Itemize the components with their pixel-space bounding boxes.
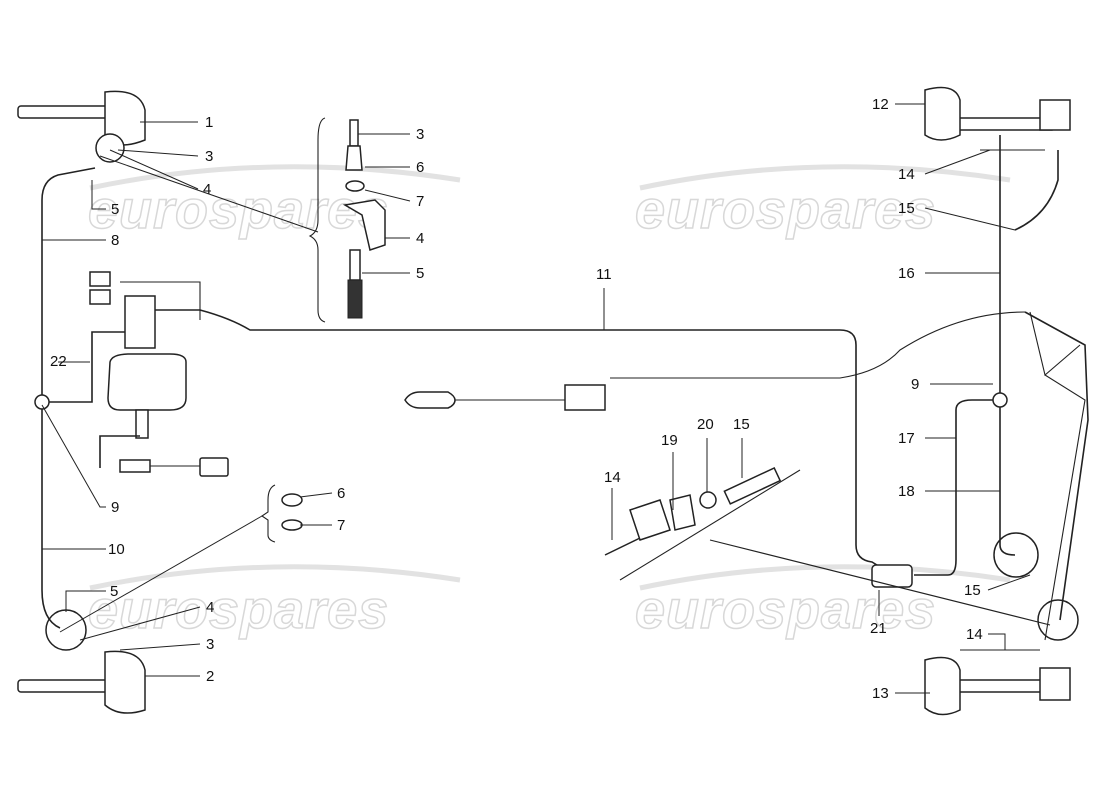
callout-16: 16 [898, 265, 915, 282]
pressure-regulator [871, 564, 913, 588]
front-right-brake [924, 86, 1071, 141]
callout-22: 22 [50, 353, 67, 370]
callout-15: 15 [964, 582, 981, 599]
watermark-text: eurospares [88, 580, 389, 640]
leader-lines [41, 103, 1031, 694]
watermark-text: eurospares [635, 180, 936, 240]
callout-labels: 1 3 4 5 8 22 9 10 5 4 3 2 3 6 7 4 5 6 7 … [50, 96, 983, 702]
callout-8: 8 [111, 232, 119, 249]
bottom-inset [261, 484, 303, 543]
callout-3: 3 [205, 148, 213, 165]
callout-3: 3 [206, 636, 214, 653]
callout-7: 7 [416, 193, 424, 210]
callout-3: 3 [416, 126, 424, 143]
callout-9: 9 [111, 499, 119, 516]
top-inset [308, 117, 386, 323]
callout-10: 10 [108, 541, 125, 558]
callout-14: 14 [604, 469, 621, 486]
handbrake-lever [404, 384, 606, 411]
callout-5: 5 [111, 201, 119, 218]
callout-2: 2 [206, 668, 214, 685]
callout-18: 18 [898, 483, 915, 500]
callout-19: 19 [661, 432, 678, 449]
master-cylinder-booster [34, 271, 229, 477]
callout-13: 13 [872, 685, 889, 702]
callout-4: 4 [416, 230, 424, 247]
callout-12: 12 [872, 96, 889, 113]
brake-lines [41, 135, 1089, 651]
watermarks: eurospares eurospares eurospares eurospa… [87, 164, 1011, 641]
callout-5: 5 [416, 265, 424, 282]
callout-1: 1 [205, 114, 213, 131]
callout-5: 5 [110, 583, 118, 600]
callout-20: 20 [697, 416, 714, 433]
callout-4: 4 [206, 599, 214, 616]
detail-panel [604, 466, 1051, 626]
callout-6: 6 [416, 159, 424, 176]
watermark-text: eurospares [88, 180, 389, 240]
watermark-text: eurospares [635, 580, 936, 640]
tee-junction [992, 392, 1008, 408]
rear-left-brake [17, 609, 146, 714]
callout-11: 11 [596, 266, 612, 283]
callout-15: 15 [733, 416, 750, 433]
rear-right-brake [924, 532, 1079, 716]
callout-9: 9 [911, 376, 919, 393]
callout-17: 17 [898, 430, 915, 447]
callout-14: 14 [898, 166, 915, 183]
callout-4: 4 [203, 181, 211, 198]
callout-15: 15 [898, 200, 915, 217]
callout-21: 21 [870, 620, 887, 637]
front-left-brake [17, 90, 146, 163]
callout-14: 14 [966, 626, 983, 643]
callout-7: 7 [337, 517, 345, 534]
callout-6: 6 [337, 485, 345, 502]
